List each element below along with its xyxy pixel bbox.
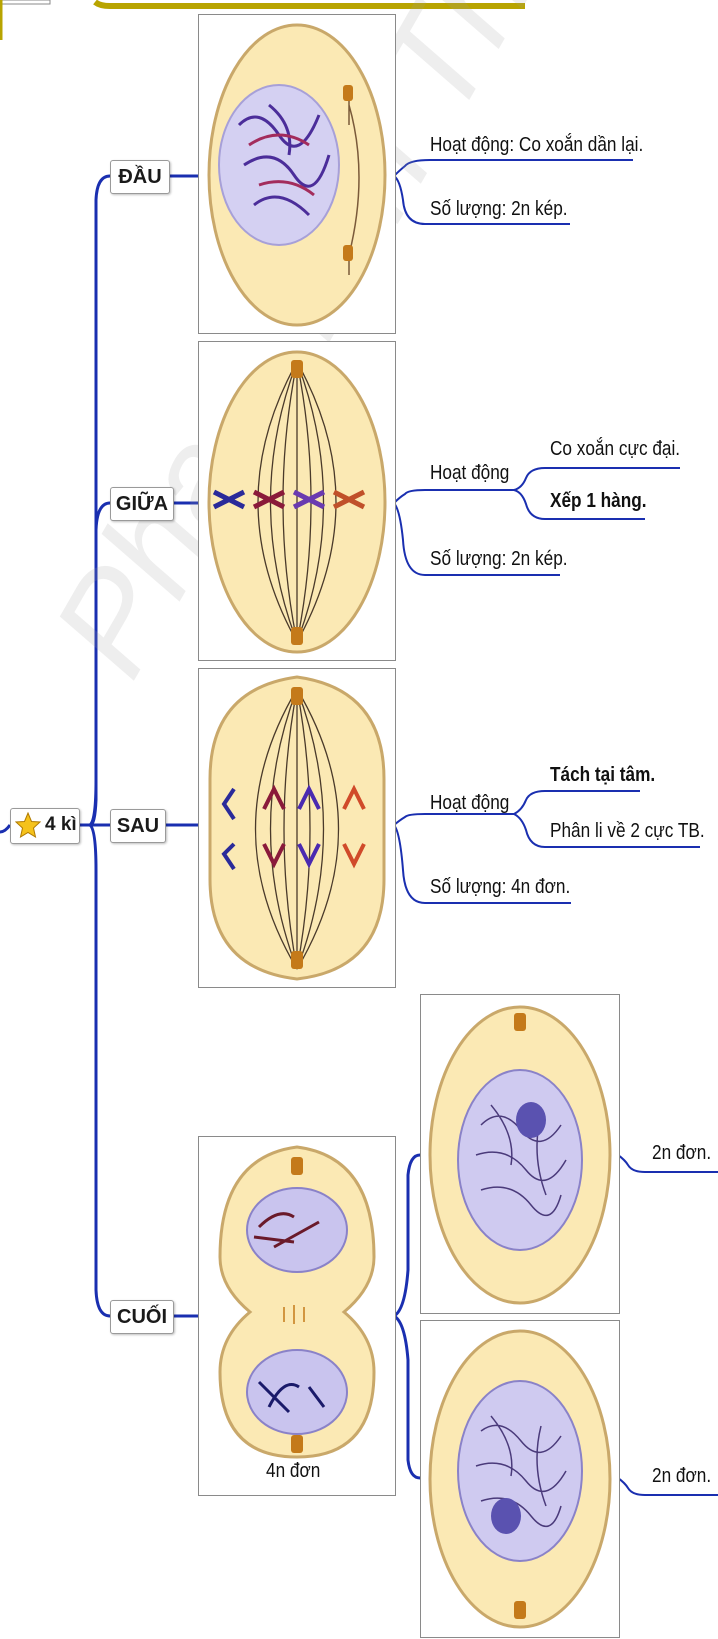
- phase-label: SAU: [117, 815, 159, 837]
- phase-node-sau[interactable]: SAU: [110, 809, 166, 843]
- prophase-count: Số lượng: 2n kép.: [430, 198, 568, 221]
- prophase-cell-image: [198, 14, 396, 334]
- phase-node-dau[interactable]: ĐẦU: [110, 160, 170, 194]
- phase-node-cuoi[interactable]: CUỐI: [110, 1300, 174, 1334]
- telophase-caption: 4n đơn: [266, 1460, 320, 1483]
- anaphase-activity: Hoạt động: [430, 792, 509, 815]
- root-node[interactable]: 4 kì: [10, 808, 80, 844]
- daughter-cell-image-2: [420, 1320, 620, 1638]
- anaphase-sub-1: Tách tại tâm.: [550, 764, 655, 787]
- metaphase-count: Số lượng: 2n kép.: [430, 548, 568, 571]
- daughter-label-1: 2n đơn.: [652, 1142, 711, 1165]
- phase-label: GIỮA: [116, 493, 168, 515]
- daughter-label-2: 2n đơn.: [652, 1465, 711, 1488]
- star-icon: [15, 812, 41, 838]
- phase-label: CUỐI: [117, 1306, 167, 1328]
- metaphase-sub-1: Co xoắn cực đại.: [550, 438, 680, 461]
- anaphase-count: Số lượng: 4n đơn.: [430, 876, 570, 899]
- metaphase-sub-2: Xếp 1 hàng.: [550, 490, 647, 513]
- phase-node-giua[interactable]: GIỮA: [110, 487, 174, 521]
- metaphase-cell-image: [198, 341, 396, 661]
- metaphase-activity: Hoạt động: [430, 462, 509, 485]
- prophase-activity: Hoạt động: Co xoắn dần lại.: [430, 134, 643, 157]
- phase-label: ĐẦU: [118, 166, 161, 188]
- anaphase-cell-image: [198, 668, 396, 988]
- telophase-cell-image: [198, 1136, 396, 1496]
- root-label: 4 kì: [45, 809, 77, 841]
- daughter-cell-image-1: [420, 994, 620, 1314]
- anaphase-sub-2: Phân li về 2 cực TB.: [550, 820, 705, 843]
